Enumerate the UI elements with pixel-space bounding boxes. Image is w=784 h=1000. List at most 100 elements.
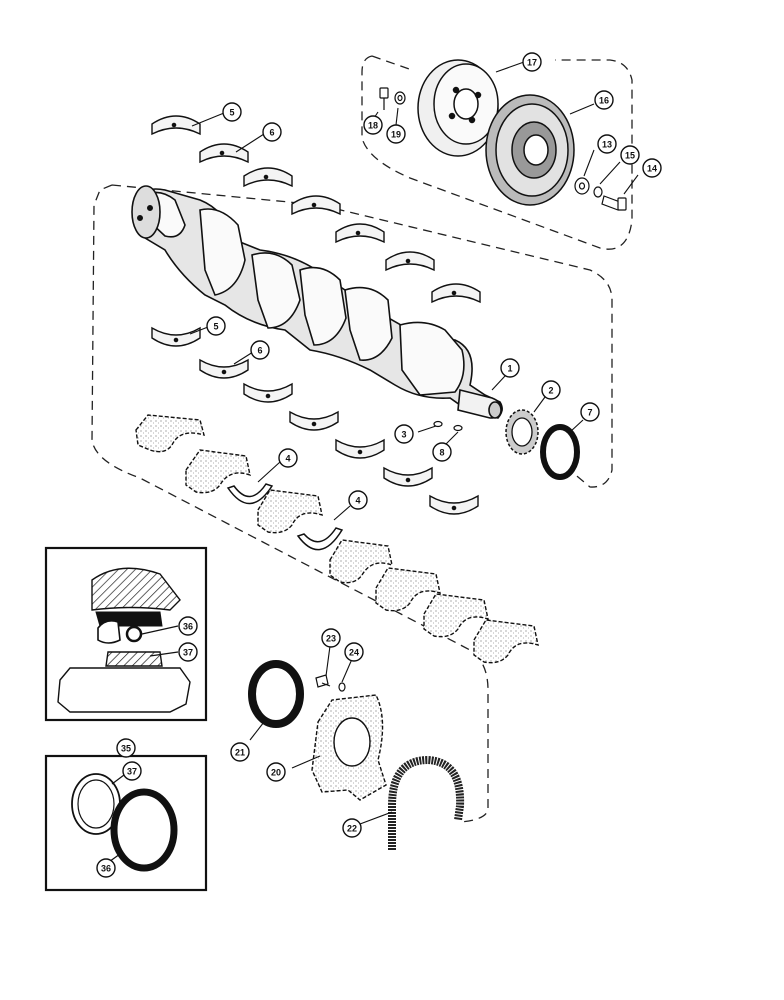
bearing-shell <box>151 326 201 347</box>
callout-36: 36 <box>96 858 116 878</box>
leader-lines <box>189 61 639 825</box>
retainer-washer-24 <box>338 682 346 692</box>
lower-bearing-shells <box>151 326 479 515</box>
callout-number: 21 <box>235 748 245 758</box>
callout-1: 1 <box>500 358 520 378</box>
callout-5: 5 <box>222 102 242 122</box>
crankshaft <box>131 185 503 419</box>
callout-7: 7 <box>580 402 600 422</box>
callout-circle <box>432 442 452 462</box>
callout-circle <box>262 122 282 142</box>
bearing-shell <box>429 494 479 515</box>
callout-circle <box>178 616 198 636</box>
callout-number: 17 <box>527 58 537 68</box>
damper-washer-13 <box>574 177 590 195</box>
callout-number: 36 <box>101 864 111 874</box>
callout-number: 24 <box>349 648 359 658</box>
main-bearing-cap <box>375 567 441 612</box>
thrust-washer <box>226 483 274 505</box>
callout-number: 15 <box>625 151 635 161</box>
callout-circle <box>96 858 116 878</box>
callout-21: 21 <box>230 742 250 762</box>
rear-gasket-22 <box>388 755 465 850</box>
callout-number: 4 <box>285 454 290 464</box>
callout-circle <box>344 642 364 662</box>
upper-bearing-shells <box>151 115 481 304</box>
callout-37: 37 <box>178 642 198 662</box>
main-bearing-cap <box>135 414 205 453</box>
callout-circle <box>594 90 614 110</box>
callout-number: 22 <box>347 824 357 834</box>
bearing-shell <box>431 283 481 304</box>
thrust-washer <box>296 527 344 551</box>
callout-circle <box>230 742 250 762</box>
callout-circle <box>597 134 617 154</box>
bearing-shell <box>385 251 435 272</box>
callout-23: 23 <box>321 628 341 648</box>
main-bearing-cap <box>185 449 251 494</box>
callout-number: 36 <box>183 622 193 632</box>
callout-circle <box>178 642 198 662</box>
callout-19: 19 <box>386 124 406 144</box>
callout-circle <box>342 818 362 838</box>
callout-circle <box>321 628 341 648</box>
callout-20: 20 <box>266 762 286 782</box>
damper-bolt-14 <box>601 195 627 211</box>
bearing-shell <box>243 382 293 403</box>
bearing-shell <box>199 358 249 379</box>
callout-4: 4 <box>348 490 368 510</box>
callout-circle <box>522 52 542 72</box>
callout-number: 1 <box>507 364 512 374</box>
callout-37: 37 <box>122 761 142 781</box>
callout-35: 35 <box>116 738 136 758</box>
dowel-pins <box>433 420 463 432</box>
main-bearing-cap <box>473 619 539 664</box>
bearing-shell <box>291 195 341 216</box>
callout-8: 8 <box>432 442 452 462</box>
callout-16: 16 <box>594 90 614 110</box>
callout-17: 17 <box>522 52 542 72</box>
callout-3: 3 <box>394 424 414 444</box>
callout-number: 8 <box>439 448 444 458</box>
crank-web <box>251 252 301 329</box>
callout-number: 14 <box>647 164 657 174</box>
callout-number: 18 <box>368 121 378 131</box>
bearing-shell <box>289 410 339 431</box>
damper-lockwasher-15 <box>593 186 603 198</box>
main-bearing-cap <box>329 539 393 584</box>
callout-number: 7 <box>587 408 592 418</box>
callout-18: 18 <box>363 115 383 135</box>
callout-6: 6 <box>262 122 282 142</box>
callout-circle <box>386 124 406 144</box>
retainer-bolt-23 <box>315 674 331 688</box>
callout-number: 37 <box>183 648 193 658</box>
callout-number: 13 <box>602 140 612 150</box>
main-bearing-cap <box>257 489 323 534</box>
callout-number: 3 <box>401 430 406 440</box>
bearing-shell <box>243 167 293 188</box>
crank-web <box>199 208 246 296</box>
bearing-shell <box>151 115 201 136</box>
thrust-washers <box>226 483 344 551</box>
crankshaft-pulley <box>417 59 499 157</box>
callout-14: 14 <box>642 158 662 178</box>
callout-number: 5 <box>229 108 234 118</box>
front-oil-seal <box>540 424 580 480</box>
inset-seal-detail <box>44 546 208 722</box>
callout-circle <box>122 761 142 781</box>
callout-number: 4 <box>355 496 360 506</box>
bearing-shell <box>199 143 249 164</box>
pulley-bolt-18 <box>379 87 389 110</box>
callout-number: 16 <box>599 96 609 106</box>
callout-number: 5 <box>213 322 218 332</box>
main-bearing-cap <box>423 593 489 638</box>
callout-circle <box>620 145 640 165</box>
callout-circle <box>363 115 383 135</box>
callout-circle <box>266 762 286 782</box>
callout-circle <box>278 448 298 468</box>
callout-circle <box>394 424 414 444</box>
callout-circle <box>116 738 136 758</box>
callout-circle <box>580 402 600 422</box>
